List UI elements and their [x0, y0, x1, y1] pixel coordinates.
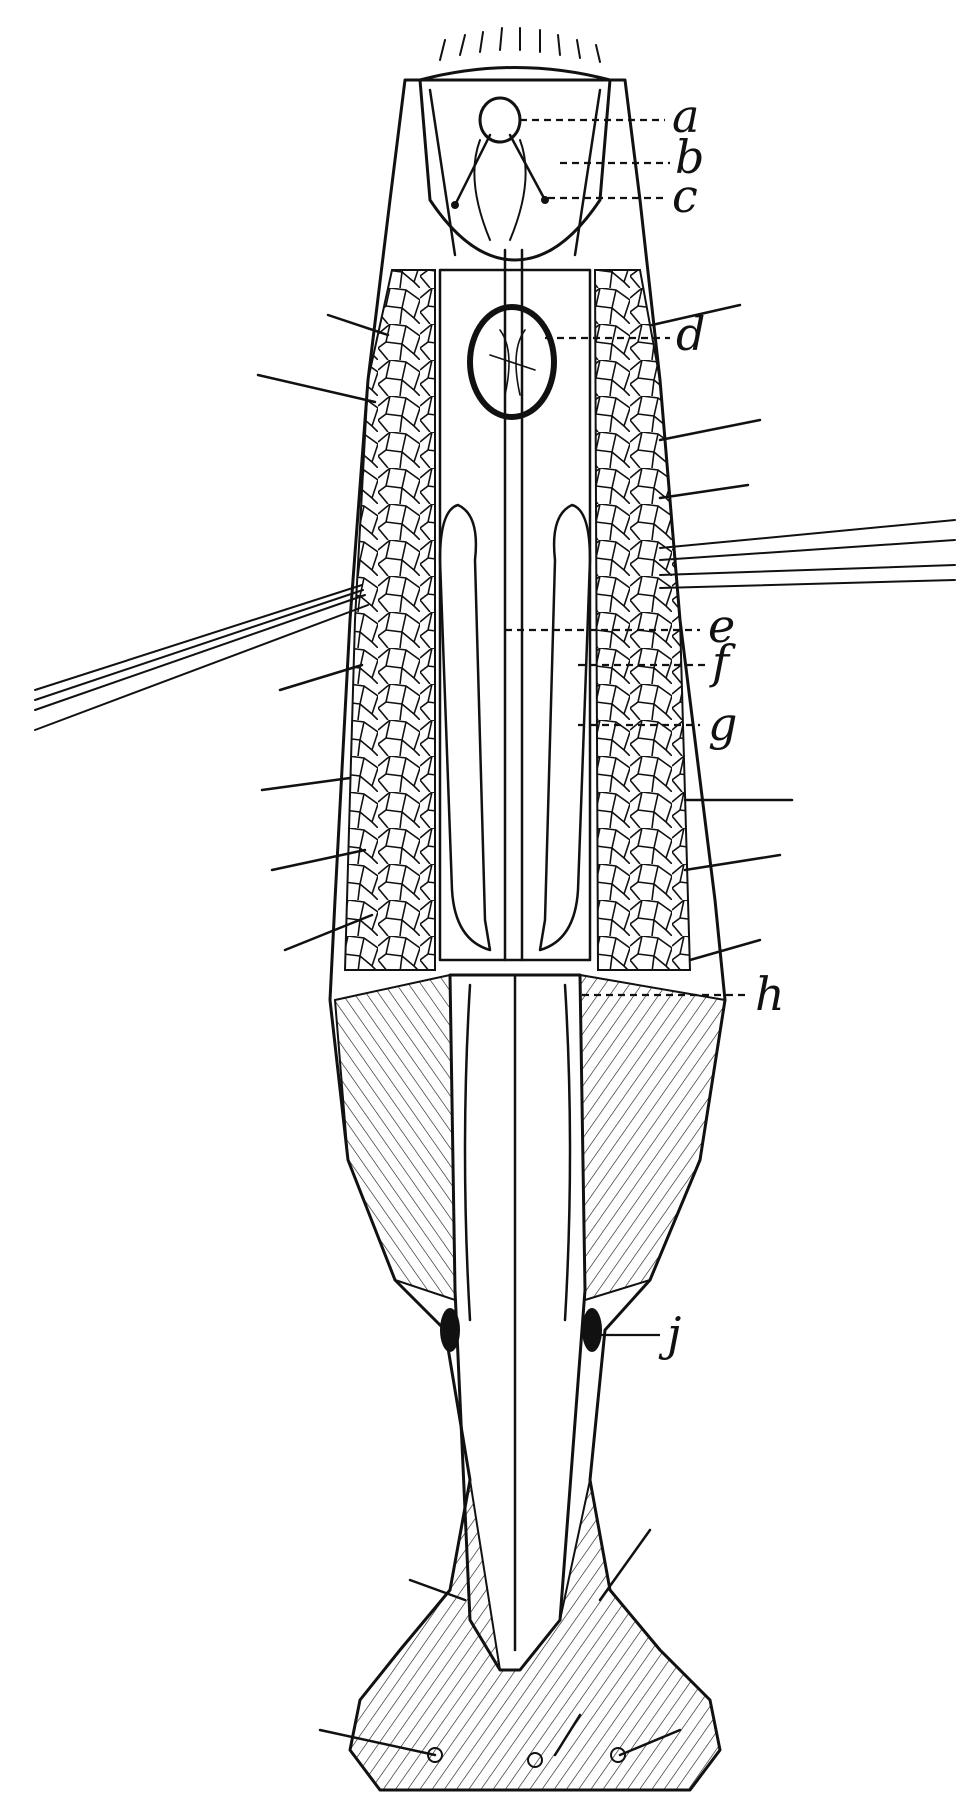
- lower-sheath: [440, 973, 602, 1672]
- leader-lines: [505, 118, 745, 1337]
- label-g: g: [708, 697, 737, 751]
- labels: a b c d e f g h j: [658, 89, 785, 1361]
- head-capsule: [418, 27, 612, 262]
- bristles: [34, 303, 956, 1768]
- label-j: j: [658, 1307, 681, 1361]
- label-d: d: [676, 307, 705, 361]
- label-a: a: [672, 89, 699, 143]
- label-e: e: [708, 599, 735, 653]
- label-h: h: [755, 967, 785, 1021]
- cellular-tissue: [343, 269, 692, 971]
- central-canals: [438, 248, 592, 962]
- label-c: c: [672, 169, 698, 223]
- label-b: b: [675, 130, 704, 184]
- radiating-muscle: [333, 973, 727, 1791]
